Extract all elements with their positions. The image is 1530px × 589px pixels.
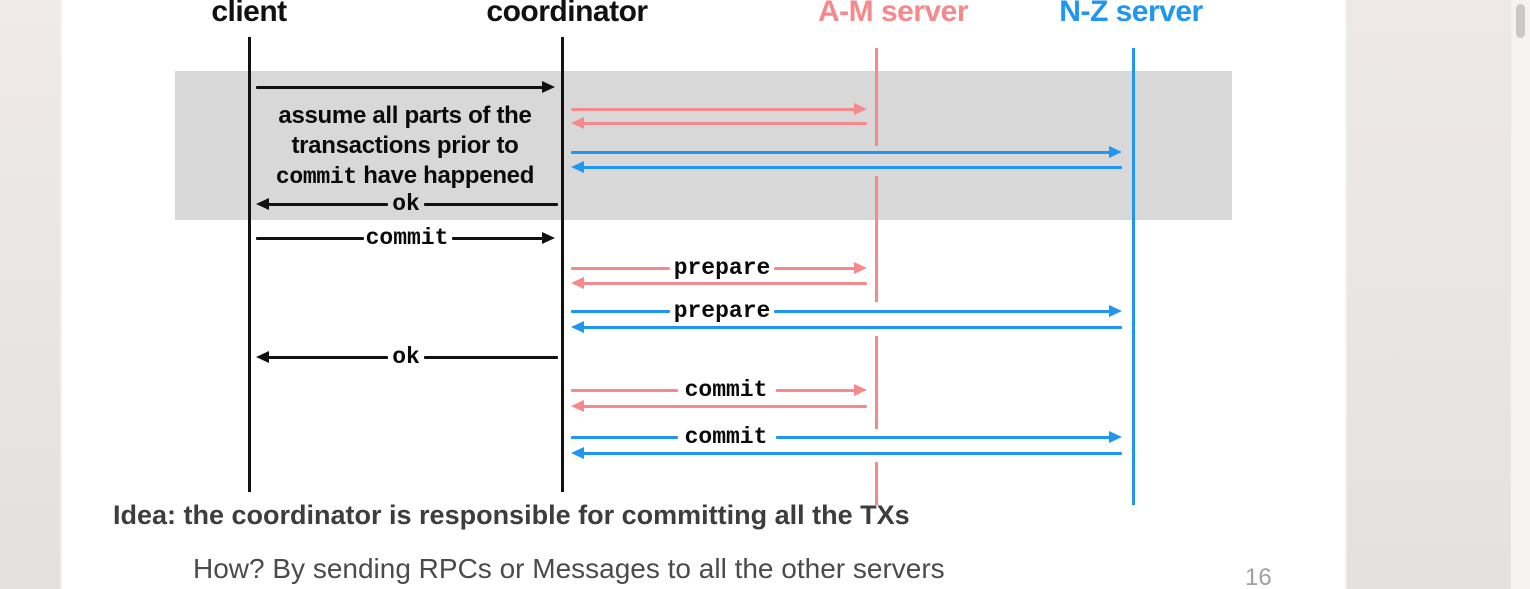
arrowhead-left — [571, 400, 584, 412]
arrowhead-right — [854, 103, 867, 115]
message-label: prepare — [673, 255, 771, 281]
lifeline-am-server — [875, 462, 878, 505]
arrowhead-right — [854, 262, 867, 274]
arrow-line — [583, 122, 867, 125]
message-label: ok — [392, 191, 420, 217]
arrow-line — [424, 356, 558, 359]
message-label: commit — [684, 424, 768, 450]
page-number: 16 — [1245, 564, 1272, 589]
actor-label-client: client — [211, 0, 287, 28]
message-label: commit — [365, 225, 449, 251]
arrowhead-left — [571, 447, 584, 459]
lifeline-am-server — [875, 176, 878, 302]
highlight-note: assume all parts of the transactions pri… — [215, 101, 595, 192]
lifeline-coordinator — [561, 37, 564, 492]
note-line-2: transactions prior to — [291, 132, 519, 159]
highlight-band — [175, 71, 1232, 220]
arrowhead-left — [571, 321, 584, 333]
lifeline-nz-server — [1132, 48, 1135, 505]
note-line-3: commit have happened — [215, 161, 595, 192]
how-statement: How? By sending RPCs or Messages to all … — [193, 553, 945, 584]
note-line-3-rest: have happened — [356, 162, 535, 189]
arrowhead-left — [256, 198, 269, 210]
arrow-line — [571, 436, 678, 439]
arrow-line — [571, 151, 1110, 154]
arrow-line — [583, 452, 1122, 455]
actor-label-am-server: A-M server — [817, 0, 969, 28]
arrow-line — [452, 237, 543, 240]
viewer-right-margin — [1345, 0, 1512, 589]
arrowhead-left — [256, 351, 269, 363]
scrollbar-thumb[interactable] — [1516, 4, 1525, 38]
note-line-1: assume all parts of the — [278, 102, 532, 129]
arrowhead-right — [1109, 305, 1122, 317]
idea-statement: Idea: the coordinator is responsible for… — [113, 500, 910, 530]
arrowhead-right — [542, 232, 555, 244]
arrowhead-left — [571, 161, 584, 173]
arrow-line — [774, 310, 1110, 313]
lifeline-am-server — [875, 48, 878, 146]
arrowhead-left — [571, 277, 584, 289]
arrow-line — [571, 108, 855, 111]
arrowhead-left — [571, 117, 584, 129]
message-label: prepare — [673, 298, 771, 324]
message-label: ok — [392, 344, 420, 370]
arrow-line — [256, 237, 364, 240]
slide-page: client coordinator A-M server N-Z server… — [62, 0, 1343, 589]
arrow-line — [424, 203, 558, 206]
arrow-line — [268, 203, 388, 206]
arrow-line — [583, 405, 867, 408]
arrow-line — [268, 356, 388, 359]
arrow-line — [256, 86, 543, 89]
arrow-line — [571, 267, 670, 270]
arrow-line — [583, 166, 1122, 169]
arrow-line — [571, 389, 678, 392]
arrow-line — [774, 267, 855, 270]
arrowhead-right — [542, 81, 555, 93]
actor-label-nz-server: N-Z server — [1059, 0, 1203, 28]
lifeline-am-server — [875, 336, 878, 429]
arrow-line — [776, 436, 1110, 439]
arrowhead-right — [854, 384, 867, 396]
note-code-word: commit — [275, 164, 357, 190]
lifeline-client — [248, 37, 251, 492]
arrow-line — [571, 310, 670, 313]
scrollbar-track[interactable] — [1510, 0, 1530, 589]
arrowhead-right — [1109, 146, 1122, 158]
arrow-line — [583, 326, 1122, 329]
arrow-line — [583, 282, 867, 285]
message-label: commit — [684, 377, 768, 403]
actor-label-coordinator: coordinator — [486, 0, 648, 28]
arrow-line — [776, 389, 855, 392]
viewer-left-margin — [0, 0, 62, 589]
arrowhead-right — [1109, 431, 1122, 443]
